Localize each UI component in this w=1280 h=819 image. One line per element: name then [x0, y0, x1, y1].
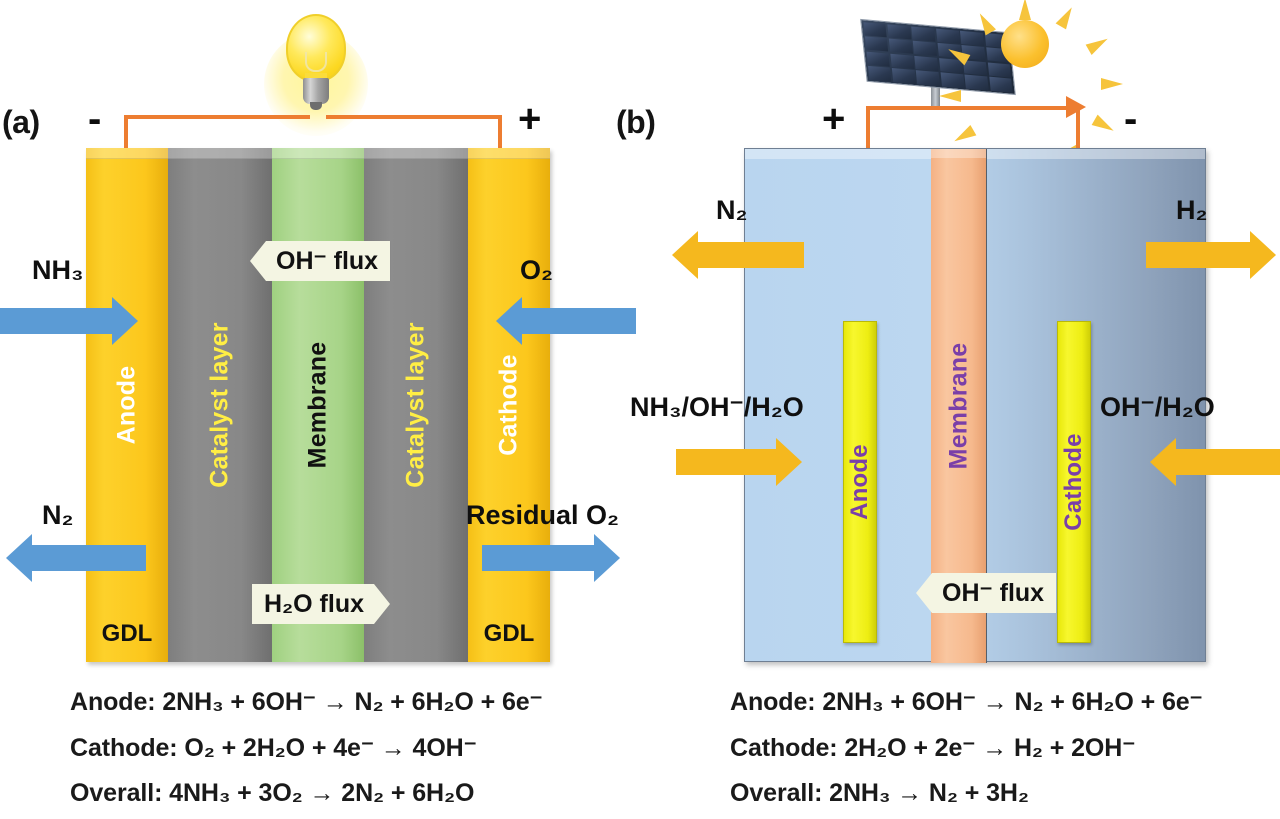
layer-bevel [86, 148, 168, 159]
layer-anode-gdl: Anode GDL [86, 148, 168, 662]
wire-left-vertical [124, 115, 128, 151]
layer-catalyst-anode: Catalyst layer [168, 148, 272, 662]
light-bulb-icon [256, 0, 376, 136]
layer-membrane: Membrane [272, 148, 364, 662]
panel-b: (b) [616, 0, 1280, 819]
equation-cathode-b: Cathode: 2H₂O + 2e⁻ → H₂ + 2OH⁻ [730, 734, 1136, 762]
stream-label-electrolyte-b: OH⁻/H₂O [1100, 392, 1215, 422]
oh-flux-banner-a: OH⁻ flux [250, 241, 391, 281]
stream-label-o2: O₂ [520, 255, 553, 285]
terminal-sign-positive: + [518, 97, 542, 141]
layer-label-membrane-b: Membrane [944, 342, 972, 470]
wire-current-arrowhead [1066, 96, 1086, 118]
stream-arrow-n2-a [6, 534, 146, 582]
stream-label-h2-b: H₂ [1176, 195, 1208, 225]
layer-bevel [364, 148, 468, 159]
stream-label-residual-o2: Residual O₂ [466, 500, 620, 530]
layer-cathode-gdl: Cathode GDL [468, 148, 550, 662]
wire-top-left [124, 115, 310, 119]
wire-b-top [866, 106, 1080, 110]
wire-right-vertical [498, 115, 502, 151]
fuel-cell-stack: Anode GDL Catalyst layer Membrane Cataly… [86, 148, 550, 662]
layer-label-anode: Anode [112, 365, 141, 445]
stream-label-n2-b: N₂ [716, 195, 748, 225]
stream-arrow-h2-b [1146, 231, 1278, 279]
layer-bevel [168, 148, 272, 159]
layer-label-catalyst-left: Catalyst layer [205, 322, 234, 488]
layer-catalyst-cathode: Catalyst layer [364, 148, 468, 662]
terminal-sign-negative: - [88, 97, 102, 141]
panel-a-tag: (a) [2, 104, 40, 140]
stream-arrow-residual-o2 [482, 534, 622, 582]
gdl-label-left: GDL [101, 620, 153, 647]
solar-panel-post [931, 76, 940, 110]
equation-anode-a: Anode: 2NH₃ + 6OH⁻ → N₂ + 6H₂O + 6e⁻ [70, 688, 543, 716]
sun-core [1001, 20, 1049, 68]
bulb-base [303, 78, 329, 104]
wire-top-right [326, 115, 502, 119]
layer-bevel [468, 148, 550, 159]
layer-label-membrane: Membrane [303, 341, 332, 469]
stream-arrow-o2 [496, 297, 636, 345]
layer-label-catalyst-right: Catalyst layer [401, 322, 430, 488]
equation-overall-a: Overall: 4NH₃ + 3O₂ → 2N₂ + 6H₂O [70, 779, 475, 807]
layer-bevel [272, 148, 364, 159]
stream-arrow-n2-b [672, 231, 804, 279]
stream-label-n2-a: N₂ [42, 500, 74, 530]
terminal-sign-positive-b: + [822, 97, 846, 141]
equation-overall-b: Overall: 2NH₃ → N₂ + 3H₂ [730, 779, 1029, 807]
stream-label-nh3: NH₃ [32, 255, 84, 285]
sun-icon [939, 0, 1123, 182]
h2o-flux-banner-a: H₂O flux [252, 584, 390, 624]
panel-b-tag: (b) [616, 104, 656, 140]
equation-anode-b: Anode: 2NH₃ + 6OH⁻ → N₂ + 6H₂O + 6e⁻ [730, 688, 1203, 716]
stream-arrow-nh3 [0, 297, 140, 345]
layer-label-anode-b: Anode [846, 444, 873, 520]
layer-label-cathode-b: Cathode [1060, 433, 1087, 531]
oh-flux-banner-b: OH⁻ flux [916, 573, 1057, 613]
stream-label-feed-b: NH₃/OH⁻/H₂O [630, 392, 804, 422]
electrode-anode-b: Anode [843, 321, 877, 643]
terminal-sign-negative-b: - [1124, 97, 1138, 141]
equation-cathode-a: Cathode: O₂ + 2H₂O + 4e⁻ → 4OH⁻ [70, 734, 477, 762]
gdl-label-right: GDL [483, 620, 535, 647]
panel-a: (a) - + Anode GDL Catalyst layer [0, 0, 648, 819]
layer-label-cathode: Cathode [494, 354, 523, 456]
electrode-cathode-b: Cathode [1057, 321, 1091, 643]
bulb-glass [286, 14, 346, 82]
bulb-filament [305, 52, 327, 72]
stream-arrow-feed-b [676, 438, 804, 486]
stream-arrow-electrolyte-b [1150, 438, 1280, 486]
solar-panel-icon [855, 14, 1055, 124]
